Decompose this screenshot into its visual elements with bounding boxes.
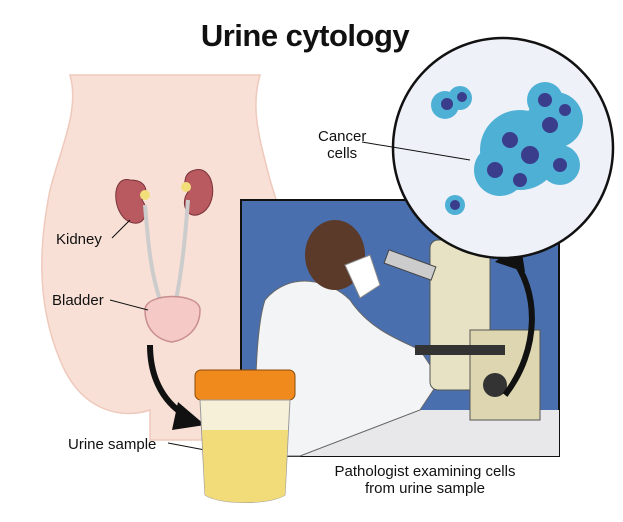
caption-line1: Pathologist examining cells [334, 463, 516, 480]
urine [202, 430, 288, 503]
cancer-cells-label-line2: cells [327, 145, 358, 162]
urine-sample-label: Urine sample [68, 436, 157, 453]
caption-line2: from urine sample [364, 480, 486, 497]
left-ureter [143, 204, 162, 301]
cancer-cells-label-line1: Cancer [318, 128, 367, 145]
cancer-cell-cluster [431, 82, 583, 215]
diagram-title: Urine cytology [200, 18, 410, 53]
bladder-leader [109, 299, 149, 311]
body-silhouette [41, 74, 297, 441]
bladder [144, 295, 201, 343]
kidney-label: Kidney [56, 231, 102, 248]
urine-sample-leader [167, 442, 206, 451]
microscope-stage [415, 345, 505, 355]
arrow-to-cup-head [172, 402, 205, 430]
cancer-cells-label: Cancer cells [318, 128, 366, 162]
focus-knob [483, 373, 507, 397]
left-kidney [115, 179, 147, 224]
photo-caption: Pathologist examining cells from urine s… [310, 463, 540, 497]
right-adrenal [181, 182, 191, 192]
right-ureter [174, 199, 190, 301]
kidney-leader [111, 219, 131, 239]
bladder-label: Bladder [52, 292, 104, 309]
microscope-eyepiece [383, 249, 437, 281]
left-adrenal [140, 190, 150, 200]
cancer-cells-leader [361, 141, 471, 161]
cup-lid [194, 369, 296, 401]
face-mask [344, 254, 381, 299]
